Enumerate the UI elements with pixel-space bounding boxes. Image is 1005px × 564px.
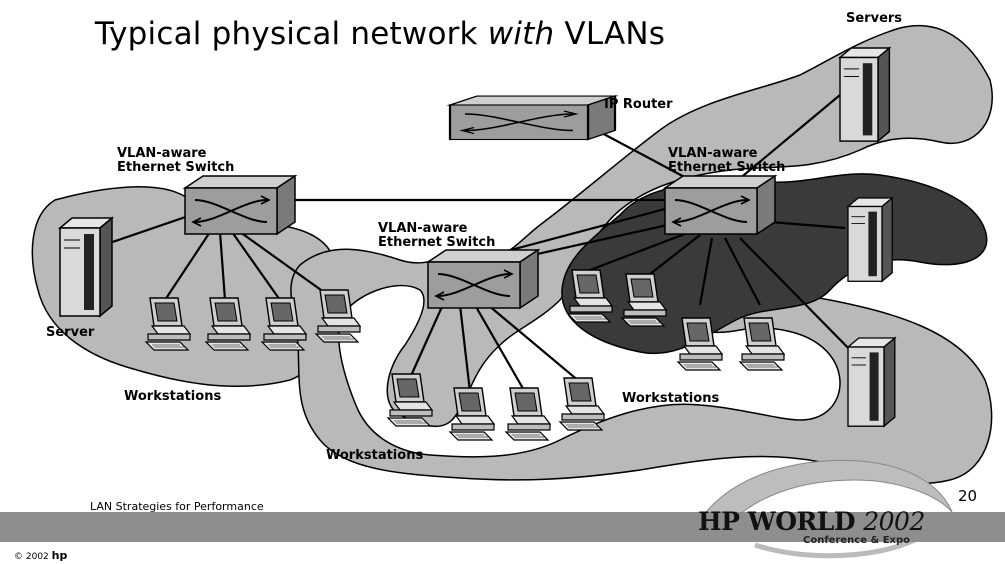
label-switch-right: VLAN-aware Ethernet Switch — [668, 147, 785, 175]
workstation — [505, 387, 551, 441]
logo-subtitle: Conference & Expo — [803, 535, 910, 546]
label-line: VLAN-aware — [117, 146, 207, 161]
label-ip-router: IP Router — [604, 97, 673, 112]
label-line: Ethernet Switch — [668, 160, 786, 175]
label-line: Ethernet Switch — [117, 160, 235, 175]
label-server: Server — [46, 325, 95, 340]
page-number: 20 — [958, 487, 978, 505]
logo-year: 2002 — [863, 507, 925, 536]
logo-swoosh — [699, 459, 953, 531]
server-bottom-right — [847, 337, 896, 427]
server-mid-right — [847, 197, 893, 282]
label-workstations-left: Workstations — [124, 389, 222, 404]
hp-logo-text: hp — [51, 549, 68, 562]
server-top-right — [839, 47, 891, 142]
footer-bar — [0, 512, 1005, 542]
label-switch-left: VLAN-aware Ethernet Switch — [117, 147, 234, 175]
label-line: VLAN-aware — [668, 146, 758, 161]
slide-title: Typical physical network with VLANs — [0, 16, 760, 52]
switch-right — [664, 175, 776, 235]
label-switch-center: VLAN-aware Ethernet Switch — [378, 222, 495, 250]
label-servers: Servers — [846, 11, 903, 26]
label-line: VLAN-aware — [378, 221, 468, 236]
logo-swoosh-tail — [754, 537, 917, 559]
label-line: Ethernet Switch — [378, 235, 496, 250]
label-workstations-bottom: Workstations — [326, 448, 424, 463]
switch-center — [427, 249, 539, 309]
title-italic-text: with — [487, 16, 555, 52]
workstation — [559, 377, 605, 431]
hpworld-logo: HP WORLD 2002 — [698, 507, 925, 536]
server-left — [59, 217, 113, 317]
title-text-end: VLANs — [554, 16, 666, 52]
title-text: Typical physical network — [94, 16, 488, 52]
copyright: © 2002 hp — [14, 549, 67, 562]
logo-brand: HP WORLD — [698, 507, 856, 536]
ip-router — [448, 94, 617, 141]
footer-text: LAN Strategies for Performance — [90, 500, 264, 513]
copyright-text: © 2002 — [14, 552, 49, 562]
switch-left — [184, 175, 296, 235]
label-workstations-right: Workstations — [622, 391, 720, 406]
